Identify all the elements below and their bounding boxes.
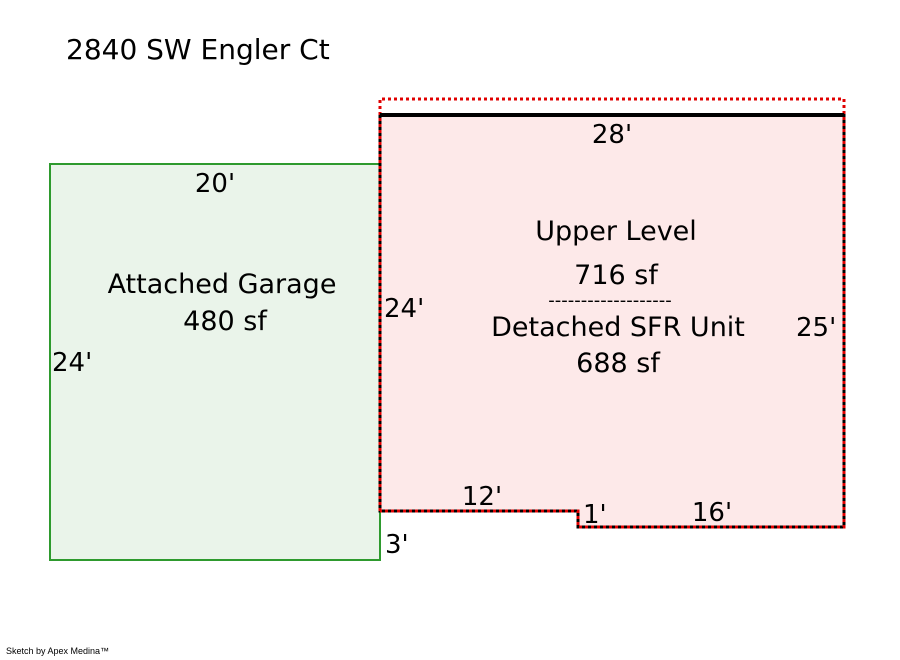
unit-name-label: Detached SFR Unit — [491, 312, 745, 343]
level-area-label: 716 sf — [574, 260, 659, 291]
detached-unit-dotted-outline — [378, 97, 846, 529]
unit-area-label: 688 sf — [576, 348, 661, 379]
main-bottom-right-dimension: 16' — [692, 498, 732, 528]
garage-left-dimension: 24' — [52, 348, 92, 378]
garage-top-dimension: 20' — [195, 169, 235, 199]
sketch-credit: Sketch by Apex Medina™ — [6, 646, 110, 656]
garage-area[interactable] — [49, 163, 381, 561]
main-left-dimension: 24' — [384, 294, 424, 324]
garage-name-label: Attached Garage — [108, 269, 337, 300]
main-right-dimension: 25' — [796, 313, 836, 343]
main-top-dimension: 28' — [592, 120, 632, 150]
label-separator: ------------------- — [548, 290, 671, 311]
upper-level-area[interactable] — [380, 115, 844, 527]
address-title: 2840 SW Engler Ct — [66, 33, 330, 66]
corner-dimension: 3' — [385, 530, 409, 560]
main-bottom-left-dimension: 12' — [462, 482, 502, 512]
garage-area-label: 480 sf — [183, 306, 268, 337]
main-step-dimension: 1' — [583, 500, 607, 530]
level-name-label: Upper Level — [535, 216, 697, 247]
